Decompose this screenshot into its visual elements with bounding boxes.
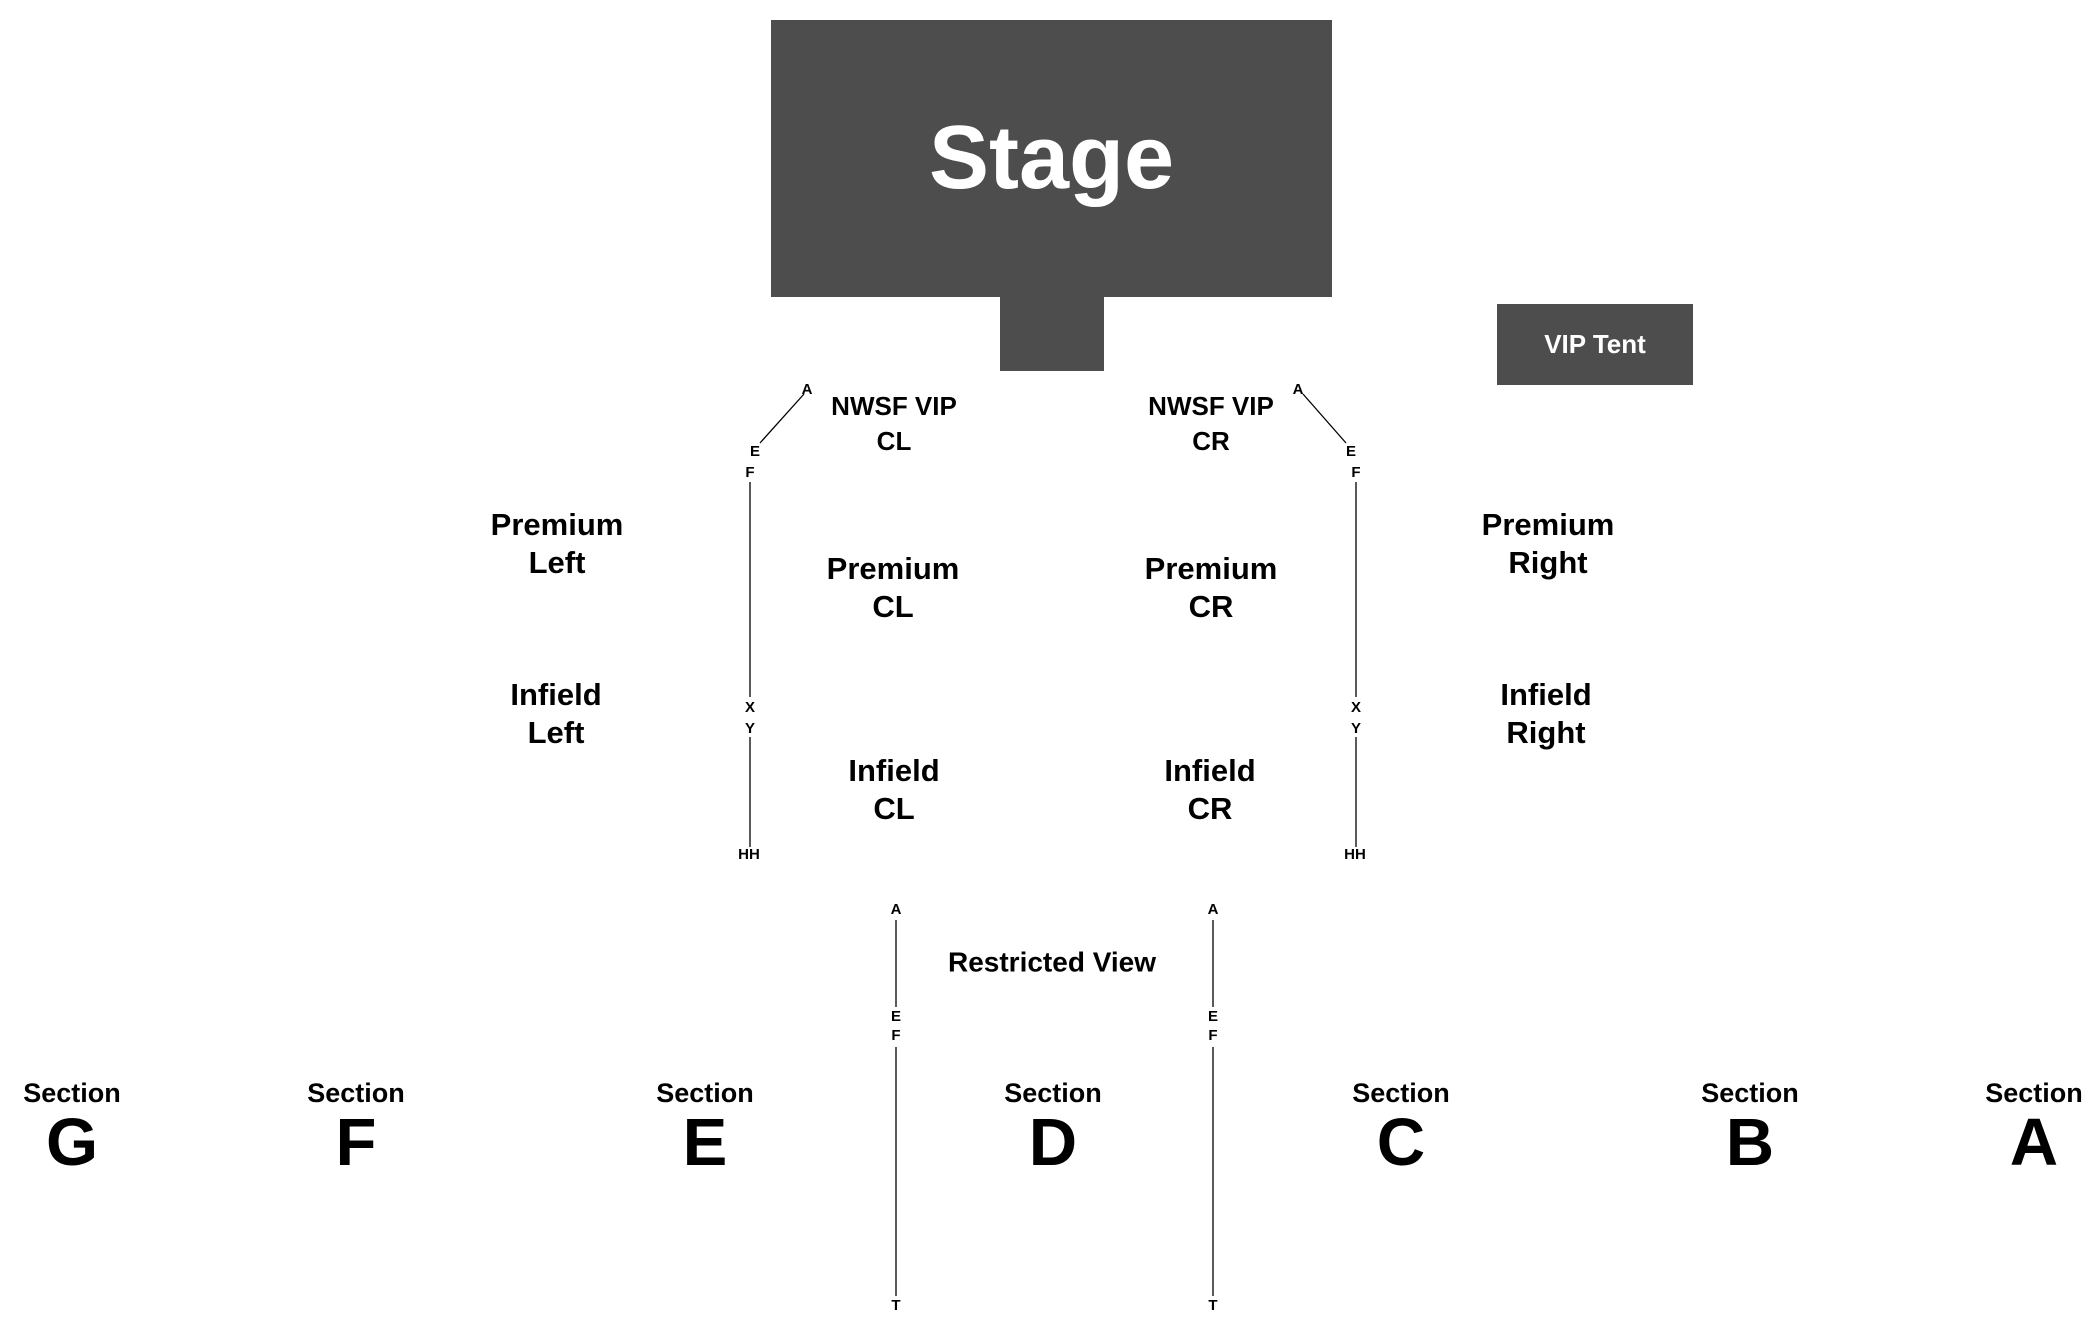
vip-tent-label: VIP Tent xyxy=(1544,329,1646,359)
zone-infield-cr[interactable]: Infield CR xyxy=(1164,752,1255,828)
section-letter: B xyxy=(1725,1105,1775,1180)
row-marker: A xyxy=(1207,901,1219,918)
zone-label-line: CL xyxy=(876,426,912,456)
row-marker: E xyxy=(1345,443,1357,460)
section-e[interactable]: Section E xyxy=(656,1078,754,1178)
zone-label-line: Infield xyxy=(848,753,940,788)
section-d[interactable]: Section D xyxy=(1004,1078,1102,1178)
zone-premium-left[interactable]: Premium Left xyxy=(491,506,624,582)
row-marker: T xyxy=(891,1297,901,1314)
section-letter: E xyxy=(682,1105,728,1180)
section-g[interactable]: Section G xyxy=(23,1078,121,1178)
zone-label-line: Left xyxy=(528,545,586,580)
zone-label-line: CL xyxy=(873,791,915,826)
section-letter: F xyxy=(335,1105,377,1180)
zone-label-line: NWSF VIP xyxy=(831,391,957,421)
zone-label-line: Infield xyxy=(1164,753,1256,788)
section-letter: C xyxy=(1376,1105,1426,1180)
section-word: Section xyxy=(656,1078,754,1108)
section-word: Section xyxy=(1352,1078,1450,1108)
stage[interactable]: Stage xyxy=(771,20,1332,297)
zone-label-line: Premium xyxy=(490,507,624,542)
row-marker: A xyxy=(890,901,902,918)
section-word: Section xyxy=(307,1078,405,1108)
section-letter: A xyxy=(2009,1105,2059,1180)
aisle-line-left-diagonal xyxy=(759,393,805,444)
zone-nwsf-vip-cl[interactable]: NWSF VIP CL xyxy=(831,389,957,459)
row-marker: HH xyxy=(738,846,760,863)
zone-infield-right[interactable]: Infield Right xyxy=(1500,676,1591,752)
stage-runway xyxy=(1000,295,1104,371)
zone-restricted-view[interactable]: Restricted View xyxy=(948,945,1156,980)
zone-label: Restricted View xyxy=(947,946,1157,978)
row-marker: T xyxy=(1208,1297,1218,1314)
section-letter: D xyxy=(1028,1105,1078,1180)
vip-tent[interactable]: VIP Tent xyxy=(1497,304,1693,385)
row-marker: X xyxy=(1350,699,1362,716)
zone-label-line: CR xyxy=(1188,589,1234,624)
aisle-line-right-diagonal xyxy=(1302,393,1347,444)
row-marker: F xyxy=(891,1027,901,1044)
section-word: Section xyxy=(1004,1078,1102,1108)
section-letter: G xyxy=(45,1105,99,1180)
row-marker: E xyxy=(749,443,761,460)
section-word: Section xyxy=(23,1078,121,1108)
zone-label-line: NWSF VIP xyxy=(1148,391,1274,421)
zone-infield-cl[interactable]: Infield CL xyxy=(848,752,939,828)
zone-label-line: Left xyxy=(527,715,585,750)
stage-label: Stage xyxy=(928,108,1175,208)
zone-label-line: Premium xyxy=(1144,551,1278,586)
zone-infield-left[interactable]: Infield Left xyxy=(510,676,601,752)
zone-nwsf-vip-cr[interactable]: NWSF VIP CR xyxy=(1148,389,1274,459)
row-marker: A xyxy=(801,381,813,398)
row-marker: E xyxy=(1207,1008,1219,1025)
row-marker: E xyxy=(890,1008,902,1025)
row-marker: Y xyxy=(744,720,756,737)
zone-label-line: Premium xyxy=(826,551,960,586)
zone-premium-right[interactable]: Premium Right xyxy=(1482,506,1615,582)
row-marker: HH xyxy=(1344,846,1366,863)
section-c[interactable]: Section C xyxy=(1352,1078,1450,1178)
zone-label-line: CL xyxy=(872,589,914,624)
zone-label-line: CR xyxy=(1187,791,1233,826)
row-marker: F xyxy=(1351,464,1361,481)
zone-label-line: CR xyxy=(1192,426,1230,456)
row-marker: X xyxy=(744,699,756,716)
row-marker: F xyxy=(1208,1027,1218,1044)
zone-label-line: Right xyxy=(1506,715,1586,750)
section-b[interactable]: Section B xyxy=(1701,1078,1799,1178)
section-word: Section xyxy=(1701,1078,1799,1108)
section-a[interactable]: Section A xyxy=(1985,1078,2083,1178)
zone-premium-cr[interactable]: Premium CR xyxy=(1145,550,1278,626)
zone-label-line: Right xyxy=(1508,545,1588,580)
zone-label-line: Infield xyxy=(1500,677,1592,712)
section-f[interactable]: Section F xyxy=(307,1078,405,1178)
zone-label-line: Premium xyxy=(1481,507,1615,542)
zone-label-line: Infield xyxy=(510,677,602,712)
row-marker: Y xyxy=(1350,720,1362,737)
row-marker: F xyxy=(745,464,755,481)
section-word: Section xyxy=(1985,1078,2083,1108)
zone-premium-cl[interactable]: Premium CL xyxy=(827,550,960,626)
row-marker: A xyxy=(1292,381,1304,398)
